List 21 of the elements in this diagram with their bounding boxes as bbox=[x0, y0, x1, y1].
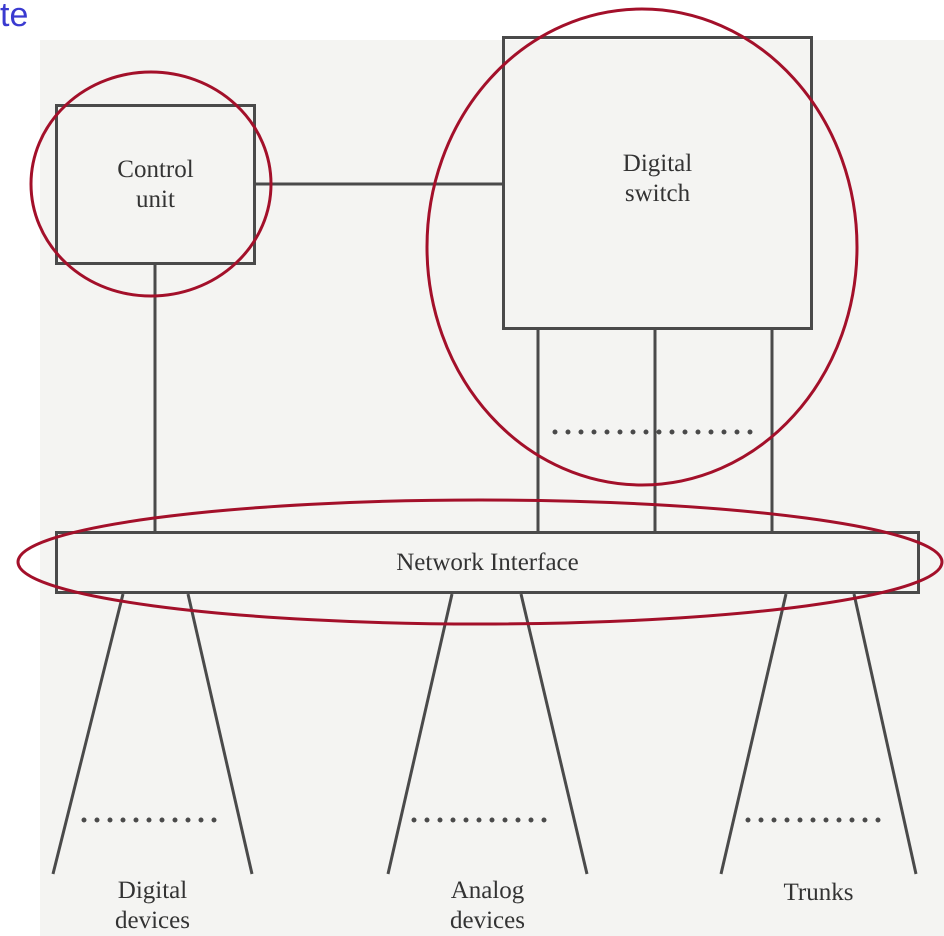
process-box bbox=[55, 104, 256, 265]
node-label: Digital devices bbox=[114, 876, 191, 936]
connector-line bbox=[720, 594, 788, 874]
interface-bar bbox=[55, 531, 920, 594]
node-label: Analog devices bbox=[449, 876, 526, 936]
process-box bbox=[502, 36, 813, 330]
connector-line bbox=[154, 265, 156, 531]
connector-line bbox=[520, 594, 588, 874]
connector-line bbox=[536, 330, 540, 531]
connector-line bbox=[386, 594, 454, 874]
connector-line bbox=[52, 594, 124, 874]
node-label: Digital switch bbox=[622, 149, 694, 209]
connector-line bbox=[770, 330, 774, 531]
node-label: Trunks bbox=[784, 878, 854, 908]
connector-line bbox=[256, 182, 502, 186]
connector-line bbox=[654, 330, 656, 531]
connector-line bbox=[186, 594, 254, 874]
node-label: Network Interface bbox=[396, 548, 579, 578]
connector-line bbox=[852, 594, 918, 874]
heading-fragment: te bbox=[0, 0, 28, 36]
node-label: Control unit bbox=[116, 154, 195, 214]
